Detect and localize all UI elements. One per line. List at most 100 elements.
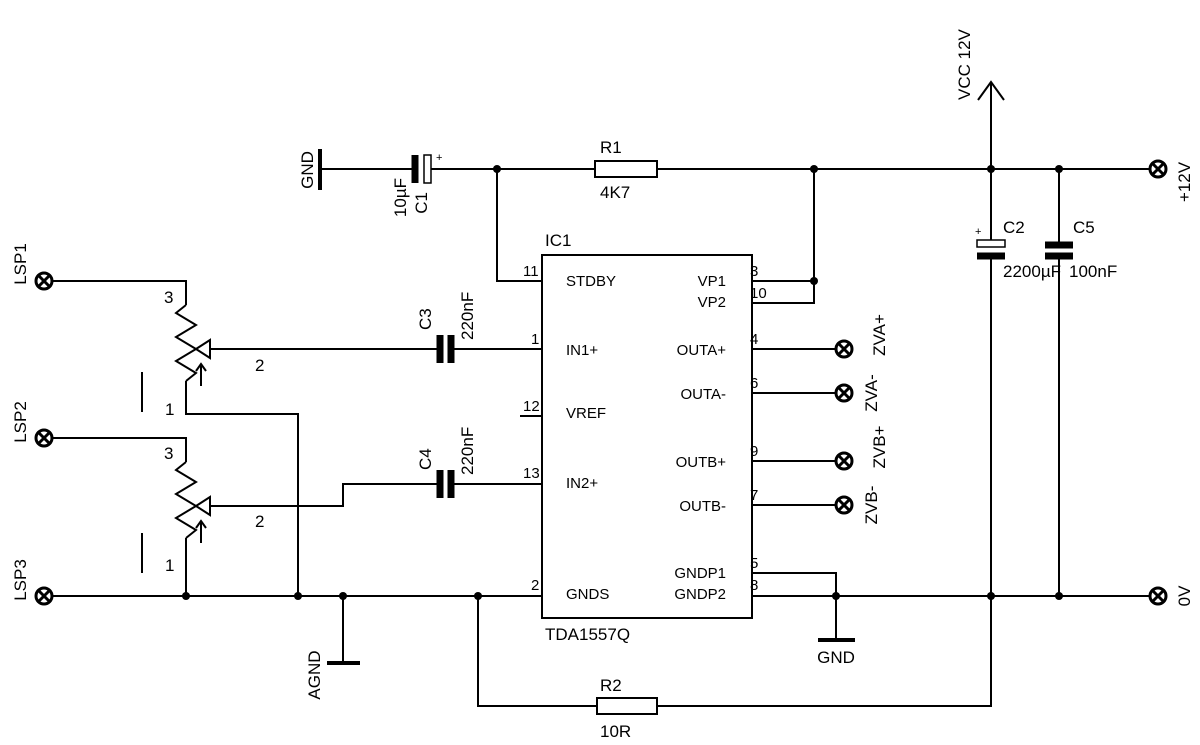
gnd-bottom-label: GND [817,648,855,667]
ic-pin-name-in1: IN1+ [566,342,598,359]
pot1-pin1: 1 [165,400,174,419]
ic1-part: TDA1557Q [545,625,630,644]
lsp1-label: LSP1 [11,243,30,285]
zero-v-x [1150,588,1166,604]
c3: C3 220nF [416,292,542,363]
ic-pin-name-outa-minus: OUTA- [680,386,726,403]
plus12v-x [1150,161,1166,177]
c3-value: 220nF [458,292,477,340]
junction [1055,592,1063,600]
lsp2-label: LSP2 [11,401,30,443]
vcc-label: VCC 12V [955,28,974,100]
pot2-pin3: 3 [164,444,173,463]
r1-body [594,160,658,178]
top-rail: GND + C1 10µF R1 4K7 +12V [298,138,1194,217]
junction [987,592,995,600]
wire [52,280,187,305]
junction [810,277,818,285]
ic-pin-name-vp1: VP1 [698,273,726,290]
pot2-adjust-arrow [195,519,207,529]
zero-v-terminal [1148,586,1168,606]
gnd-top-label: GND [298,151,317,189]
ic-pin-name-gndp1: GNDP1 [674,565,726,582]
lsp1-x [36,273,52,289]
pot1-body [174,304,198,382]
zvb-plus-label: ZVB+ [870,425,889,468]
ic-pin-name-vp2: VP2 [698,294,726,311]
r1-ref: R1 [600,138,622,157]
ic-pin-name-gnds: GNDS [566,586,609,603]
ic-pin-name-stdby: STDBY [566,273,616,290]
ic-pin-num-5: 5 [750,555,758,572]
wire [477,596,597,707]
ic-pin-name-outb-minus: OUTB- [679,498,726,515]
lsp3-label: LSP3 [11,559,30,601]
zva-minus-x [836,385,852,401]
zva-plus-x [836,341,852,357]
c4: C4 220nF [416,427,542,498]
pot1-adjust-arrow [195,362,207,372]
c2-plate-hollow [976,239,1006,248]
pot1-pin3: 3 [164,288,173,307]
c5-ref: C5 [1073,218,1095,237]
wire [657,596,992,707]
wire [185,381,299,596]
wire [52,437,187,462]
pot2-body [174,461,198,539]
r2-value: 10R [600,722,631,741]
pot2-wiper-arrow [194,495,211,517]
ic1-body [541,254,753,619]
ic-pin-name-in2: IN2+ [566,475,598,492]
pot2-pin1: 1 [165,556,174,575]
zero-v-label: 0V [1175,585,1194,606]
ic-pin-num-13: 13 [523,465,540,482]
ic-pin-num-9: 9 [750,443,758,460]
wire [496,169,542,282]
ic-pin-name-outb-plus: OUTB+ [676,454,727,471]
zvb-plus-x [836,453,852,469]
r1-value: 4K7 [600,183,630,202]
zvb-minus-label: ZVB- [862,486,881,525]
ic-pin-num-2: 2 [531,577,539,594]
wire [752,572,837,596]
wire [752,169,815,304]
c4-ref: C4 [416,448,435,470]
ic-pin-num-12: 12 [523,398,540,415]
ic-pin-num-6: 6 [750,375,758,392]
zvb-plus-terminal [834,451,854,471]
plus12v-terminal [1148,159,1168,179]
junction [987,165,995,173]
c1-plus-mark: + [436,152,442,164]
vcc-supply: VCC 12V [955,28,1005,240]
c5: C5 100nF [1045,165,1117,596]
c1-value: 10µF [391,178,410,217]
input-section: LSP1 3 2 1 LSP2 3 2 1 [11,243,437,606]
junction [182,592,190,600]
ic-pin-name-vref: VREF [566,405,606,422]
ground-rail: AGND R2 10R GND 0V [52,572,1194,741]
ic-pin-num-10: 10 [750,285,767,302]
pot2-pin2: 2 [255,512,264,531]
zva-plus-terminal [834,339,854,359]
agnd-label: AGND [305,650,324,699]
ic-pin-num-8: 8 [750,577,758,594]
zva-plus-label: ZVA+ [870,314,889,356]
ic-pin-name-gndp2: GNDP2 [674,586,726,603]
junction [493,165,501,173]
outputs: ZVA+ ZVA- ZVB+ ZVB- [752,314,889,524]
r2-body [596,697,658,715]
ic-pin-num-3: 3 [750,263,758,280]
c2-plus-mark: + [975,226,981,238]
ic-pin-name-outa-plus: OUTA+ [677,342,727,359]
junction [1055,165,1063,173]
ic-pin-num-7: 7 [750,487,758,504]
c1-plate-hollow [423,154,432,184]
ic-pin-num-4: 4 [750,331,758,348]
lsp2-x [36,430,52,446]
c3-ref: C3 [416,308,435,330]
zva-minus-label: ZVA- [862,374,881,411]
c2: + C2 2200µF [975,218,1061,704]
ic1-ref: IC1 [545,231,571,250]
lsp3-x [36,588,52,604]
